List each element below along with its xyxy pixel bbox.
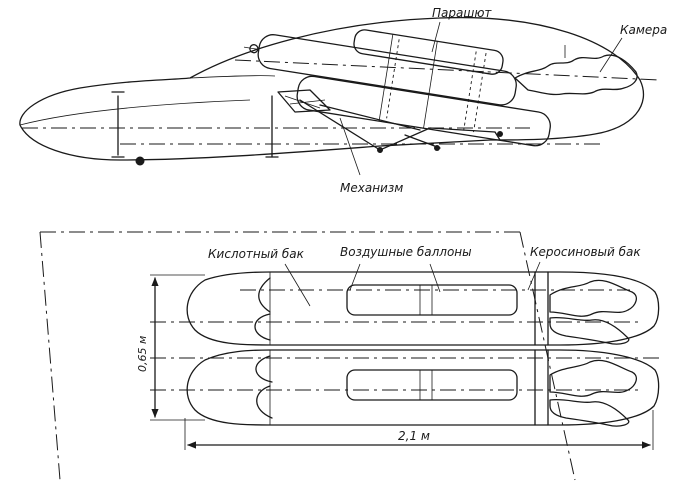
exhaust-plume (514, 54, 638, 96)
length-dimension-label: 2,1 м (398, 429, 430, 443)
parachute-label: Парашют (432, 6, 492, 20)
pod-outline-lower (186, 349, 660, 426)
side-view: Парашют Камера Механизм (19, 6, 667, 195)
air-bottles-label: Воздушные баллоны (340, 245, 472, 259)
chamber-label: Камера (620, 23, 667, 37)
mechanism-label: Механизм (340, 181, 403, 195)
pod-outline-upper (186, 271, 660, 346)
top-view: Кислотный бак Воздушные баллоны Керосино… (39, 231, 660, 481)
acid-tank-label: Кислотный бак (208, 247, 305, 261)
height-dimension-label: 0,65 м (136, 336, 149, 372)
wheel-icon (135, 156, 145, 166)
mechanism-linkage (277, 89, 503, 153)
fairing-outline (19, 16, 645, 161)
kerosene-tank-label: Керосиновый бак (530, 245, 641, 259)
